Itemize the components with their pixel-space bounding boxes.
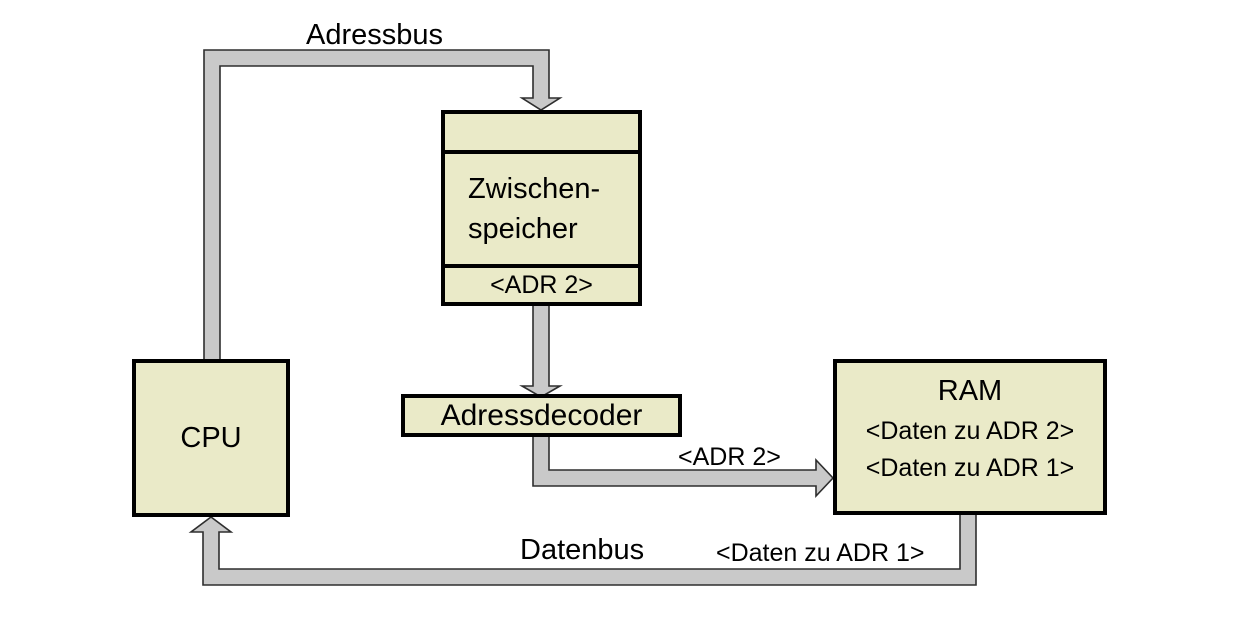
buffer-title-line1: Zwischen- [468, 173, 601, 205]
addressbus-pipe [203, 49, 563, 364]
ram-value-adr1: <Daten zu ADR 1> [865, 454, 1075, 482]
daten-zu-adr1-bus-label: <Daten zu ADR 1> [716, 539, 925, 567]
buffer-to-decoder-pipe [519, 300, 563, 398]
addressbus-label: Adressbus [306, 19, 444, 51]
buffer-value: <ADR 2> [490, 270, 593, 299]
cpu-label: CPU [180, 421, 242, 454]
buffer-box: Zwischen- speicher <ADR 2> [441, 110, 642, 306]
ram-title: RAM [937, 375, 1003, 407]
decoder-to-ram-pipe [532, 432, 835, 499]
adr2-bus-label: <ADR 2> [678, 443, 781, 471]
buffer-title-line2: speicher [468, 213, 578, 245]
buffer-title: Zwischen- speicher [445, 154, 638, 268]
ram-box: RAM <Daten zu ADR 2> <Daten zu ADR 1> [833, 359, 1107, 515]
databus-label: Datenbus [520, 534, 645, 566]
ram-value-adr2: <Daten zu ADR 2> [865, 417, 1075, 445]
address-decoder-label: Adressdecoder [440, 398, 643, 432]
address-decoder-box: Adressdecoder [401, 394, 682, 437]
databus-pipe [188, 510, 977, 586]
buffer-empty-slot [445, 114, 638, 154]
cpu-box: CPU [132, 359, 290, 517]
